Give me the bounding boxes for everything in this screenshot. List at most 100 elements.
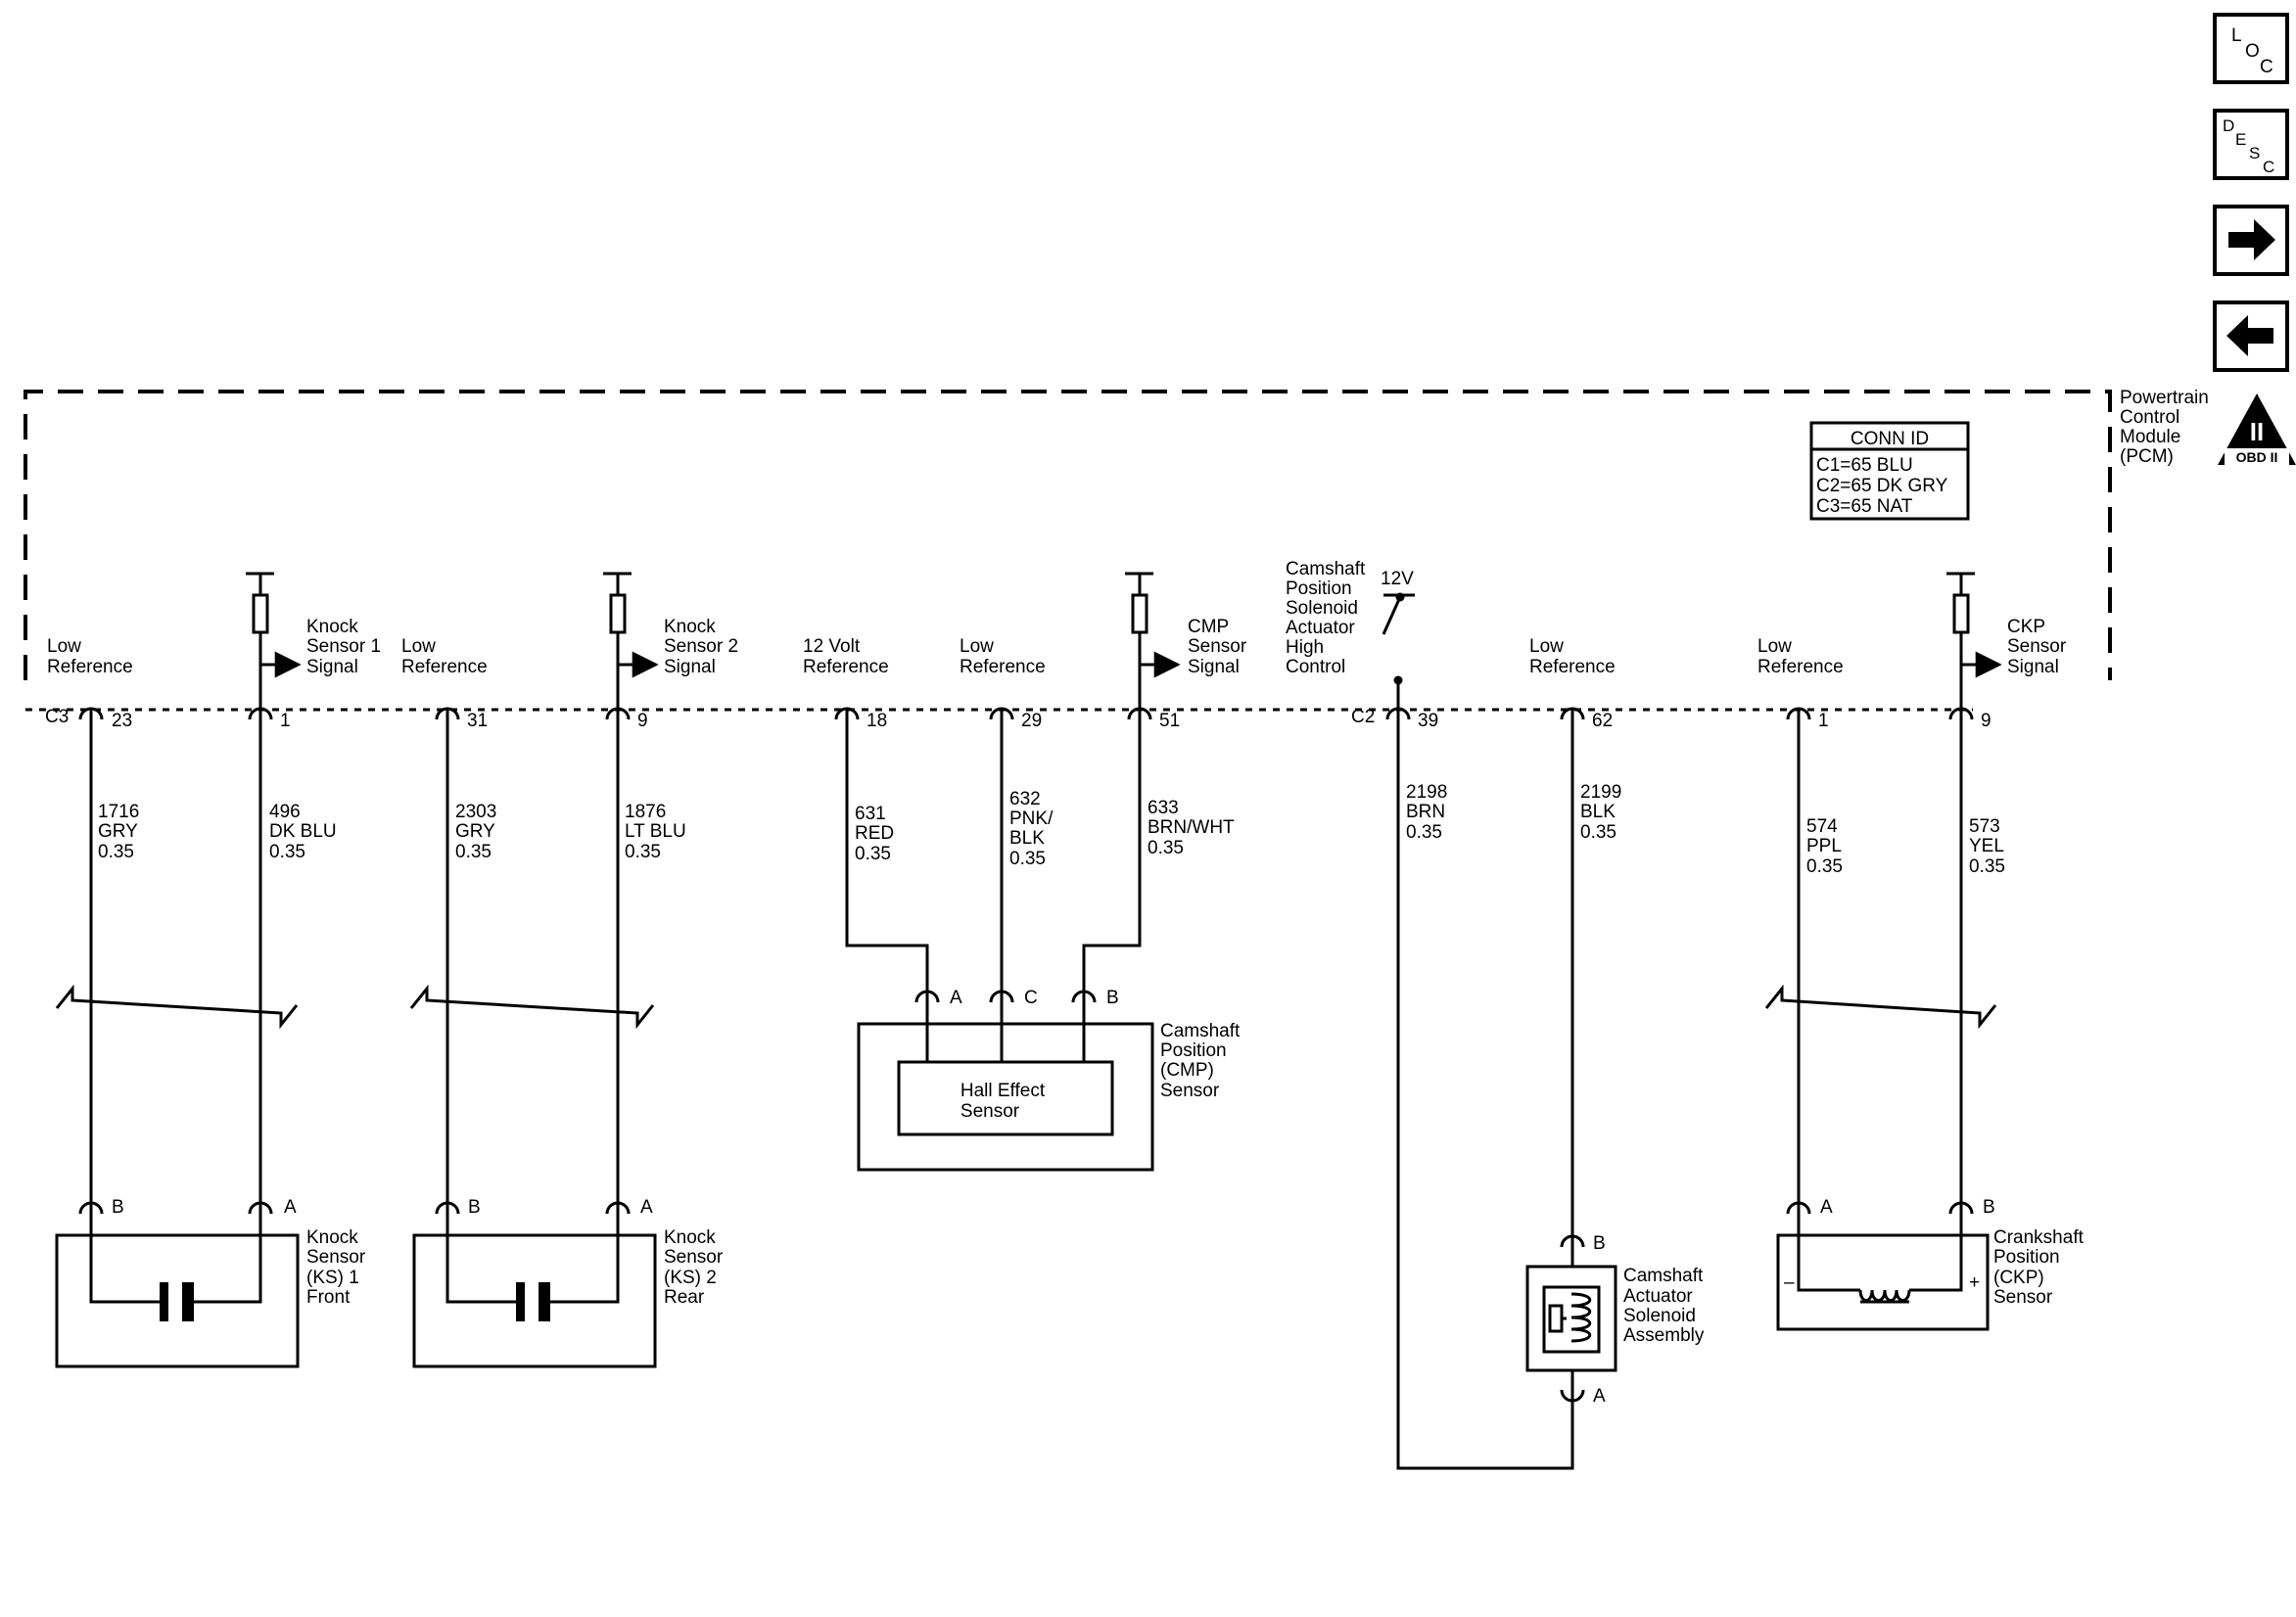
svg-text:YEL: YEL: [1969, 836, 2004, 856]
resistor-ckp: [1946, 572, 2002, 710]
svg-text:S: S: [2249, 144, 2260, 162]
svg-text:1: 1: [280, 711, 291, 731]
svg-text:C: C: [2263, 158, 2274, 176]
hall-effect-label: Hall Effect: [961, 1081, 1046, 1101]
svg-text:RED: RED: [855, 823, 894, 844]
svg-text:Low: Low: [47, 636, 81, 657]
svg-text:0.35: 0.35: [1009, 849, 1046, 869]
svg-text:PNK/: PNK/: [1009, 808, 1054, 829]
svg-text:Solenoid: Solenoid: [1623, 1306, 1696, 1326]
left-arrow-icon: [2226, 315, 2273, 356]
svg-text:Crankshaft: Crankshaft: [1993, 1227, 2085, 1248]
svg-text:B: B: [468, 1197, 481, 1218]
right-arrow-icon: [2228, 219, 2275, 260]
conn-id-line: C2=65 DK GRY: [1816, 476, 1948, 496]
svg-text:Low: Low: [960, 636, 994, 657]
svg-text:Camshaft: Camshaft: [1623, 1266, 1704, 1286]
svg-text:Reference: Reference: [803, 657, 889, 677]
svg-text:LT BLU: LT BLU: [625, 821, 686, 842]
svg-text:2199: 2199: [1580, 782, 1621, 803]
svg-text:Rear: Rear: [664, 1287, 705, 1308]
pcm-pin-numbers: 23 1 31 9 18 29 51 39 62 1 9: [112, 711, 1991, 731]
svg-text:B: B: [112, 1197, 124, 1218]
svg-text:Module: Module: [2120, 427, 2180, 447]
svg-text:Sensor: Sensor: [2007, 636, 2067, 657]
svg-text:9: 9: [1981, 711, 1991, 731]
svg-text:1876: 1876: [625, 802, 666, 822]
svg-text:+: +: [1969, 1272, 1980, 1293]
svg-text:B: B: [1106, 988, 1119, 1008]
svg-text:23: 23: [112, 711, 132, 731]
svg-text:0.35: 0.35: [98, 842, 134, 862]
svg-text:B: B: [1593, 1233, 1606, 1254]
svg-text:High: High: [1286, 637, 1324, 658]
svg-text:Signal: Signal: [1188, 657, 1240, 677]
svg-text:9: 9: [637, 711, 648, 731]
pcm-connector-pins: [78, 707, 1974, 730]
svg-text:Sensor 2: Sensor 2: [664, 636, 738, 657]
svg-text:L: L: [2231, 25, 2242, 46]
desc-button[interactable]: D E S C: [2213, 109, 2289, 180]
svg-text:0.35: 0.35: [625, 842, 661, 862]
svg-text:Sensor 1: Sensor 1: [306, 636, 381, 657]
svg-text:Control: Control: [2120, 407, 2179, 428]
cmp-sensor: A C B Hall Effect Sensor Camshaft Positi…: [857, 988, 1241, 1172]
svg-text:A: A: [640, 1197, 653, 1218]
svg-text:Sensor: Sensor: [1188, 636, 1247, 657]
svg-text:Solenoid: Solenoid: [1286, 598, 1358, 619]
svg-text:Sensor: Sensor: [306, 1247, 366, 1268]
svg-text:E: E: [2235, 130, 2246, 149]
svg-text:Reference: Reference: [960, 657, 1046, 677]
svg-text:Signal: Signal: [2007, 657, 2059, 677]
svg-text:Reference: Reference: [401, 657, 488, 677]
svg-text:Powertrain: Powertrain: [2120, 388, 2209, 408]
svg-text:31: 31: [467, 711, 488, 731]
resistor-ks2: [603, 572, 659, 710]
knock-sensor-1: B A Knock Sensor (KS) 1 Front: [55, 1197, 366, 1368]
svg-text:496: 496: [269, 802, 301, 822]
svg-text:1: 1: [1818, 711, 1829, 731]
svg-text:29: 29: [1021, 711, 1042, 731]
svg-text:Position: Position: [1286, 578, 1352, 599]
conn-id-title: CONN ID: [1851, 429, 1929, 449]
svg-text:CKP: CKP: [2007, 617, 2045, 637]
svg-text:0.35: 0.35: [1406, 822, 1442, 843]
svg-text:Sensor: Sensor: [961, 1101, 1020, 1122]
svg-text:39: 39: [1418, 711, 1438, 731]
pcm-module-name: Powertrain Control Module (PCM): [2120, 388, 2209, 467]
svg-text:Low: Low: [1757, 636, 1792, 657]
svg-text:Position: Position: [1993, 1247, 2060, 1268]
svg-text:A: A: [1820, 1197, 1833, 1218]
svg-text:631: 631: [855, 804, 886, 824]
loc-button[interactable]: L O C: [2213, 13, 2289, 84]
svg-text:Position: Position: [1160, 1040, 1227, 1061]
svg-text:Reference: Reference: [1529, 657, 1616, 677]
wires: [89, 730, 1963, 1470]
svg-text:573: 573: [1969, 816, 2000, 837]
svg-text:Reference: Reference: [47, 657, 133, 677]
svg-text:GRY: GRY: [455, 821, 495, 842]
svg-text:0.35: 0.35: [1580, 822, 1617, 843]
svg-text:Knock: Knock: [664, 617, 716, 637]
svg-text:GRY: GRY: [98, 821, 138, 842]
svg-text:OBD II: OBD II: [2236, 449, 2278, 465]
connector-c3: C3: [45, 707, 69, 727]
wire-labels: 1716 GRY 0.35 496 DK BLU 0.35 2303 GRY 0…: [98, 782, 2005, 877]
svg-text:2303: 2303: [455, 802, 496, 822]
svg-text:D: D: [2223, 116, 2234, 135]
ckp-sensor: – + A B Crankshaft Position (CKP) Sensor: [1776, 1197, 2085, 1331]
svg-text:–: –: [1784, 1272, 1795, 1293]
back-button[interactable]: [2213, 300, 2289, 372]
svg-text:0.35: 0.35: [269, 842, 305, 862]
knock-sensor-2: B A Knock Sensor (KS) 2 Rear: [412, 1197, 724, 1368]
svg-text:C: C: [1024, 988, 1038, 1008]
svg-text:A: A: [284, 1197, 297, 1218]
svg-text:II: II: [2250, 417, 2264, 446]
pcm-pin-labels: Low Reference Knock Sensor 1 Signal Low …: [47, 559, 2067, 677]
svg-text:Control: Control: [1286, 657, 1345, 677]
forward-button[interactable]: [2213, 205, 2289, 276]
svg-text:Camshaft: Camshaft: [1286, 559, 1366, 579]
svg-text:Actuator: Actuator: [1286, 618, 1355, 638]
